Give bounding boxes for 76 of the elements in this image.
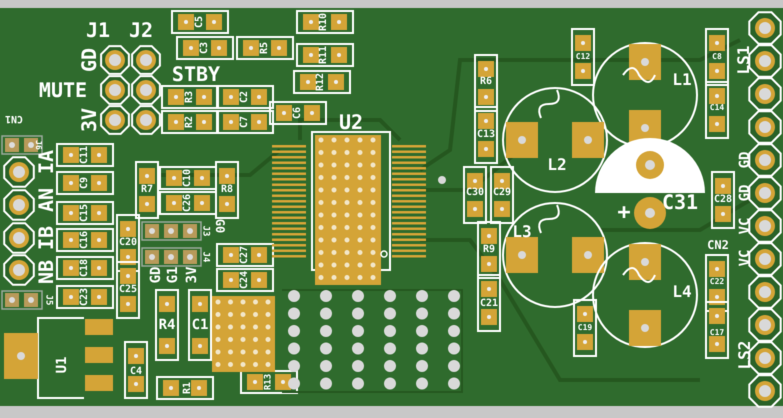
component-label: C13 — [476, 130, 496, 140]
silkscreen-label: U2 — [338, 112, 364, 132]
component-label: R6 — [480, 77, 492, 87]
component-label: CN2 — [707, 239, 729, 251]
silkscreen-label: L1 — [672, 72, 692, 88]
component-label: R8 — [220, 185, 234, 195]
component-label: C12 — [576, 53, 590, 61]
silkscreen-label: NB — [36, 260, 56, 284]
component-label: C27 — [240, 246, 250, 264]
component-label: C2 — [240, 90, 250, 104]
silkscreen-label: U1 — [55, 356, 69, 374]
silkscreen-label: L4 — [672, 284, 692, 300]
silkscreen-label: 3V — [79, 108, 99, 132]
component-label: G0 — [214, 218, 226, 234]
component-label: C9 — [80, 176, 90, 190]
silkscreen-label: G1 — [166, 266, 180, 284]
component-label: C3 — [200, 42, 210, 54]
component-label: C6 — [293, 106, 303, 120]
component-label: C5 — [195, 16, 205, 28]
component-label: C18 — [80, 258, 90, 278]
component-label: C28 — [714, 195, 732, 205]
component-label: C30 — [466, 188, 484, 198]
component-label: C11 — [80, 146, 90, 164]
component-label: R10 — [319, 12, 329, 32]
component-label: C20 — [118, 238, 138, 248]
component-label: C26 — [183, 194, 193, 212]
component-label: R7 — [140, 185, 154, 195]
component-label: R11 — [319, 46, 329, 64]
silkscreen-label: VC — [738, 218, 752, 234]
silkscreen-label: L3 — [512, 224, 532, 240]
component-label: R12 — [316, 72, 326, 92]
silkscreen-label: J1 — [86, 20, 110, 40]
silkscreen-label: L2 — [547, 157, 567, 173]
silkscreen-label: C1 — [192, 318, 208, 332]
silkscreen-label: + — [617, 202, 631, 224]
component-label: C10 — [183, 168, 193, 188]
component-label: R1 — [183, 382, 193, 394]
component-label: C4 — [130, 367, 142, 377]
component-label: J3 — [200, 226, 210, 236]
component-label: C25 — [118, 285, 138, 295]
silkscreen-label: 3V — [185, 266, 199, 284]
component-label: C29 — [492, 188, 512, 198]
silkscreen-label: GD — [738, 184, 752, 202]
component-label: R9 — [482, 245, 496, 255]
silkscreen-label: GD — [149, 266, 163, 284]
component-label: R5 — [260, 42, 270, 54]
component-label: C19 — [578, 324, 592, 332]
component-label: C16 — [80, 230, 90, 250]
component-label: J6 — [34, 140, 42, 150]
component-label: J4 — [200, 252, 210, 262]
component-label: C8 — [712, 53, 722, 61]
component-label: R13 — [264, 374, 274, 390]
component-label: C17 — [710, 329, 724, 337]
silkscreen-label: STBY — [172, 64, 220, 84]
silkscreen-label: VC — [738, 250, 752, 266]
silkscreen-label: LS1 — [736, 46, 752, 74]
silkscreen-label: MUTE — [38, 80, 88, 100]
component-label: R2 — [185, 116, 195, 128]
component-label: C22 — [710, 278, 724, 286]
silkscreen-label: AN — [36, 188, 56, 212]
component-label: C7 — [240, 116, 250, 128]
component-label: R3 — [185, 90, 195, 104]
silkscreen-label: IB — [36, 226, 56, 250]
component-label: C21 — [480, 299, 498, 309]
component-label: C14 — [710, 104, 724, 112]
component-label: J5 — [44, 294, 52, 306]
silkscreen-label: GD — [79, 48, 99, 72]
component-label: CN1 — [4, 113, 24, 123]
silkscreen-label: IA — [36, 150, 56, 174]
silkscreen-label: R4 — [158, 318, 176, 332]
silkscreen-label: C31 — [662, 192, 698, 212]
component-label: C24 — [240, 270, 250, 290]
silkscreen-label: GD — [738, 152, 752, 168]
component-label: C23 — [80, 288, 90, 306]
component-label: C15 — [80, 204, 90, 222]
silkscreen-label: J2 — [128, 20, 154, 40]
